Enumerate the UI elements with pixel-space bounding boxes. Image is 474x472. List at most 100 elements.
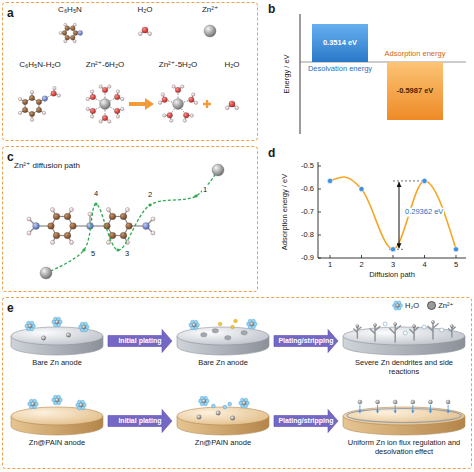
uniform-deposit [347, 409, 461, 423]
atom-ball [142, 27, 148, 33]
electrode-caption: Bare Zn anode [9, 358, 105, 368]
zinc-ion [393, 400, 397, 404]
atom-ball [106, 240, 110, 244]
zinc-nucleus [201, 333, 207, 337]
tick-label: -0.6 [301, 185, 314, 194]
tick-mark [424, 255, 425, 258]
formula-label: Zn²⁺-5H₂O [159, 60, 197, 69]
atom-ball [116, 115, 119, 118]
callout-number: 4 [93, 190, 99, 199]
tick-mark [361, 255, 362, 258]
atom-ball [53, 86, 56, 89]
electrode-caption: Zn@PAIN anode [175, 438, 271, 448]
gas-bubble [422, 325, 426, 329]
atom-ball [36, 99, 41, 104]
zinc-dendrite [428, 322, 438, 339]
formula-label: H₂O [224, 60, 239, 69]
atom-ball [70, 223, 77, 230]
atom-ball [181, 85, 184, 88]
legend-item: H₂O [392, 300, 419, 311]
gas-bubble [231, 325, 235, 329]
path-point [116, 248, 119, 251]
atom-ball [109, 232, 116, 239]
drawn-line [318, 258, 466, 259]
electrode-caption: Severe Zn dendrites and side reactions [341, 358, 467, 376]
atom-ball [125, 208, 129, 212]
atom-ball [212, 164, 224, 176]
electrode-surface [177, 327, 269, 345]
atom-ball [18, 97, 21, 100]
atom-ball [53, 213, 60, 220]
atom-ball [69, 208, 73, 212]
atom-ball [162, 97, 168, 103]
electrode-drawing [9, 314, 105, 358]
zinc-ion [55, 398, 59, 402]
flux-arrow [412, 405, 413, 411]
panel-letter: e [7, 302, 14, 314]
value-label: 0.3514 eV [323, 39, 357, 48]
path-point [94, 202, 97, 205]
path-point [148, 203, 151, 206]
energy-curve [330, 177, 456, 249]
data-point [422, 178, 427, 183]
zinc-nucleus [241, 331, 247, 335]
value-label: -0.5987 eV [397, 87, 434, 96]
atom-ball [204, 25, 216, 37]
atom-ball [120, 213, 127, 220]
atom-ball [86, 107, 89, 110]
zinc-ion [216, 411, 220, 415]
zinc-ion [428, 400, 432, 404]
tick-label: -0.5 [301, 162, 314, 171]
surface-process [347, 400, 461, 423]
atom-ball [73, 40, 76, 43]
arrow-label: Plating/stripping [276, 337, 336, 345]
atom-ball [73, 31, 78, 36]
zinc-ion [242, 401, 246, 405]
tick-mark [318, 189, 321, 190]
electrode-disc: Bare Zn anode [175, 314, 271, 368]
electrode-surface [11, 407, 103, 425]
atom-ball [121, 97, 124, 100]
atom-ball [69, 240, 73, 244]
legend-symbol [392, 300, 403, 311]
reaction-arrow [129, 98, 154, 110]
flux-arrow [430, 405, 431, 411]
legend-text: Zn²⁺ [438, 301, 453, 310]
zinc-dendrite [354, 326, 361, 338]
atom-ball [22, 107, 27, 112]
atom-ball [114, 94, 120, 100]
electrode-disc: Zn@PAIN anode [9, 390, 105, 448]
atom-ball [151, 217, 155, 221]
atom-ball [225, 106, 229, 110]
legend: H₂O Zn²⁺ [392, 300, 453, 311]
surface-process [25, 317, 89, 340]
zinc-nucleus [212, 329, 218, 333]
panel-letter: d [268, 147, 275, 161]
atom-ball [161, 93, 164, 96]
atom-ball [175, 87, 181, 93]
tick-label: 4 [422, 261, 426, 270]
zinc-ion [55, 320, 59, 324]
zinc-ion [28, 324, 32, 328]
callout-number: 2 [147, 191, 153, 200]
atom-ball [57, 94, 60, 97]
electrode-drawing [175, 390, 271, 438]
atom-ball [99, 85, 102, 88]
atom-ball [18, 111, 21, 114]
flux-arrow [359, 405, 360, 411]
electrode-caption: Zn@PAIN anode [9, 438, 105, 448]
arrow-label: Initial plating [110, 417, 170, 425]
electrode-disc: Uniform Zn ion flux regulation and desol… [341, 390, 467, 456]
atom-ball [70, 35, 75, 40]
water-molecule [212, 404, 216, 408]
zinc-ion [431, 320, 434, 323]
atom-ball [102, 115, 108, 121]
tick-label: -0.9 [301, 254, 314, 263]
path-point [194, 194, 197, 197]
atom-ball [90, 94, 96, 100]
panel-letter: a [7, 7, 14, 19]
atom-ball [73, 23, 76, 26]
panel-letter: c [7, 151, 14, 163]
